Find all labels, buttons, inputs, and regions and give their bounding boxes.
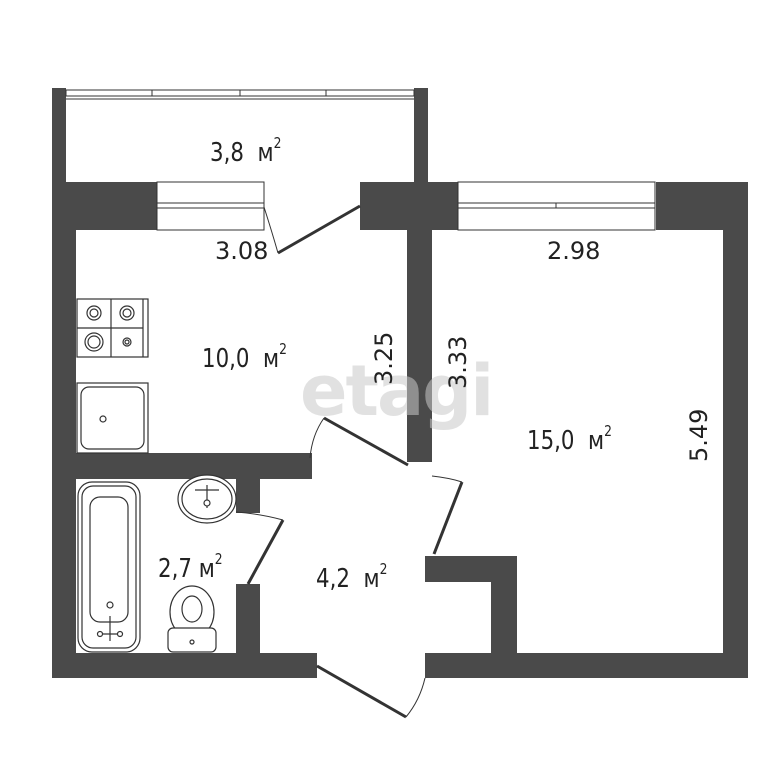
area-unit: м (588, 426, 605, 456)
stove-icon (76, 298, 149, 358)
area-exponent: 2 (214, 550, 223, 568)
room-area-bathroom: 2,7 м2 (158, 552, 223, 584)
area-exponent: 2 (279, 340, 287, 358)
area-unit: м (198, 554, 215, 584)
partition-kitchen-room (407, 182, 432, 462)
room-area-balcony: 3,8 м2 (210, 136, 281, 168)
area-value: 2,7 (158, 554, 192, 584)
area-exponent: 2 (379, 560, 388, 578)
dimension-room-side: 3.33 (444, 335, 472, 389)
area-value: 15,0 (527, 426, 575, 456)
balcony-window (65, 89, 415, 100)
dimension-kitchen-width: 3.08 (215, 237, 269, 265)
washbasin-icon (177, 474, 237, 524)
area-exponent: 2 (604, 422, 612, 440)
kitchen-sink-icon (76, 382, 149, 454)
toilet-icon (167, 585, 217, 653)
area-unit: м (257, 138, 274, 168)
outer-wall-bottom-left (52, 653, 317, 678)
wall-kitchen-bottom (52, 453, 312, 479)
balcony-right-wall (414, 88, 428, 188)
room-window (457, 181, 656, 231)
room-area-hallway: 4,2 м2 (316, 562, 387, 594)
room-area-kitchen: 10,0 м2 (202, 342, 287, 374)
wall-hall-room-vertical (491, 556, 517, 666)
bathroom-door (235, 511, 285, 585)
dimension-kitchen-length: 3.25 (370, 331, 398, 385)
balcony-left-wall (52, 88, 66, 188)
entrance-door (316, 664, 426, 719)
watermark-logo: etagi (300, 350, 494, 432)
kitchen-window (156, 181, 265, 231)
area-value: 10,0 (202, 344, 250, 374)
dimension-room-length: 5.49 (685, 408, 713, 462)
dimension-room-width: 2.98 (547, 237, 601, 265)
area-value: 4,2 (316, 564, 350, 594)
room-door (431, 475, 464, 555)
kitchen-door (309, 416, 409, 467)
wall-bath-right-upper (236, 453, 260, 513)
room-area-living-room: 15,0 м2 (527, 424, 612, 456)
area-value: 3,8 (210, 138, 244, 168)
area-unit: м (363, 564, 380, 594)
balcony-door (263, 204, 361, 255)
area-unit: м (263, 344, 280, 374)
bathtub-icon (77, 481, 141, 653)
outer-wall-bottom-right (425, 653, 748, 678)
outer-wall-right (723, 182, 748, 677)
area-exponent: 2 (273, 134, 282, 152)
outer-wall-left-vertical (52, 182, 76, 677)
